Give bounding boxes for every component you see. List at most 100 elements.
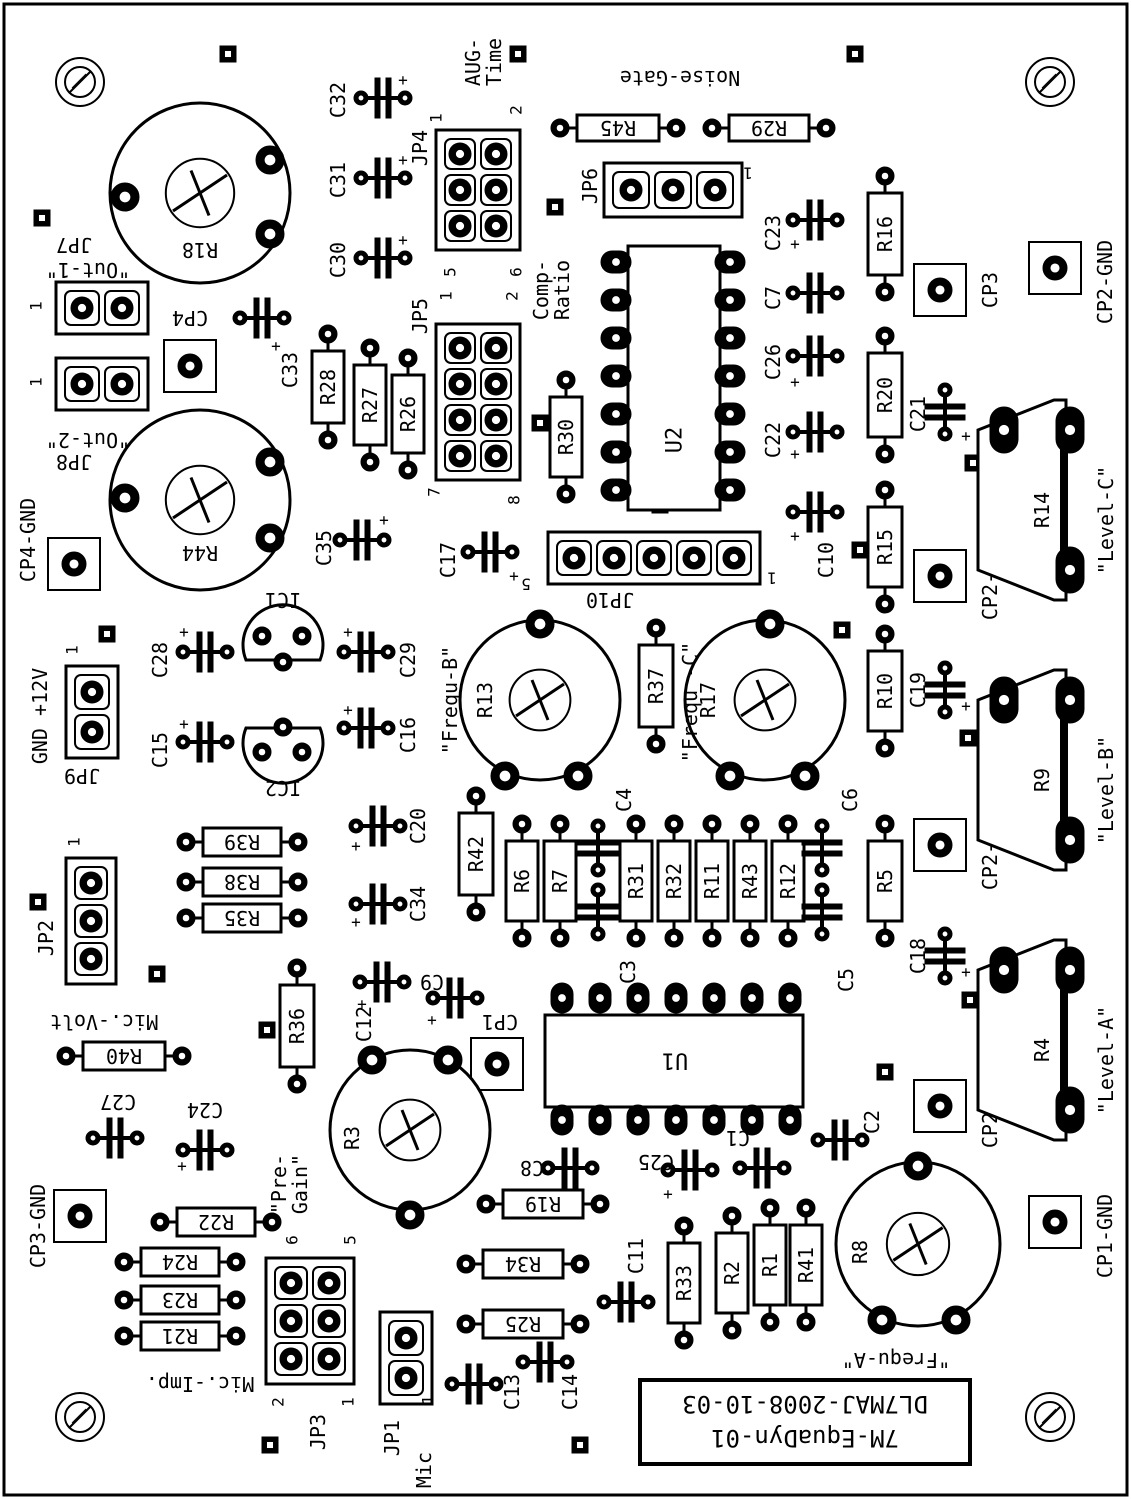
pin-label: 5 (441, 267, 460, 277)
square-pad (876, 1063, 894, 1081)
capacitor-C3: C3 (577, 882, 640, 984)
plus-mark: + (179, 623, 189, 642)
pad (778, 928, 798, 948)
frequ-b-label: "Frequ-B" (438, 646, 462, 754)
pin-label: 1 (27, 301, 46, 311)
potentiometer-R8: R8 (834, 1151, 1002, 1335)
capacitor-C29: +C29 (336, 623, 420, 678)
pad (816, 118, 836, 138)
capacitor-C11: C11 (596, 1238, 656, 1323)
pad (903, 1151, 933, 1181)
pad (714, 364, 746, 388)
resistor-R29: R29 (702, 113, 836, 143)
square-pad (833, 621, 851, 639)
pad (867, 1305, 897, 1335)
pad (336, 720, 352, 736)
capacitor-C8: C8 (520, 1147, 600, 1189)
capacitor-label-C14: C14 (558, 1374, 582, 1410)
pad (360, 452, 380, 472)
mounting-hole (1025, 57, 1075, 107)
plus-mark: + (961, 697, 971, 716)
pad (550, 982, 574, 1014)
pad (600, 440, 632, 464)
pad (380, 720, 396, 736)
pad (927, 277, 953, 303)
pad (177, 353, 203, 379)
pad (664, 982, 688, 1014)
resistor-R22: R22 (150, 1206, 282, 1238)
capacitor-C2: C2 (810, 1110, 884, 1161)
pin-label: 1 (427, 113, 446, 123)
resistor-label-R28: R28 (316, 369, 340, 405)
capacitor-label-C18: C18 (906, 938, 930, 974)
pad (829, 424, 845, 440)
board-id-line1: 7M-EquaDyn-01 (711, 1424, 899, 1452)
pad (79, 909, 103, 933)
pad (175, 644, 191, 660)
square-pad (571, 1436, 589, 1454)
testpoint-CP4-GND: CP4-GND (16, 498, 101, 591)
resistor-label-R36: R36 (285, 1008, 309, 1044)
pad (778, 1104, 802, 1136)
pad (353, 90, 369, 106)
pad (829, 212, 845, 228)
pad (714, 440, 746, 464)
resistor-R31: R31 (618, 814, 654, 948)
frequ-a-label: "Frequ-A" (842, 1348, 950, 1372)
resistor-label-R26: R26 (396, 396, 420, 432)
out2-label: "Out-2" (46, 428, 130, 452)
pad (702, 1104, 726, 1136)
resistor-R33: R33 (666, 1216, 702, 1350)
pad (448, 336, 472, 360)
pad (989, 676, 1019, 724)
pad (425, 990, 441, 1006)
resistor-label-R31: R31 (624, 863, 648, 899)
pad (714, 326, 746, 350)
capacitor-C32: +C32 (326, 71, 413, 119)
plus-mark: + (398, 71, 408, 90)
pad (114, 1326, 134, 1346)
pad (854, 1132, 870, 1148)
pad (927, 563, 953, 589)
pad (702, 814, 722, 834)
resistor-label-R25: R25 (505, 1312, 541, 1336)
resistor-label-R32: R32 (662, 863, 686, 899)
pad (600, 364, 632, 388)
pre-gain-label: "Pre-Gain" (267, 1154, 312, 1214)
pad (448, 408, 472, 432)
jumper-JP1: JP1 (378, 1310, 434, 1456)
pad (484, 178, 508, 202)
pad (318, 324, 338, 344)
square-pad (98, 625, 116, 643)
pad (175, 1142, 191, 1158)
capacitor-C31: +C31 (326, 151, 413, 199)
resistor-R16: R16 (866, 166, 904, 302)
resistor-label-R24: R24 (162, 1250, 198, 1274)
resistor-R27: R27 (352, 338, 388, 472)
pad (740, 1104, 764, 1136)
testpoint-label-CP2-GND: CP2-GND (1093, 240, 1117, 324)
resistor-label-R45: R45 (600, 116, 636, 140)
plus-mark: + (357, 995, 367, 1014)
pad (288, 832, 308, 852)
resistor-R1: R1 (752, 1198, 788, 1332)
pad (989, 946, 1019, 994)
resistor-label-R21: R21 (162, 1324, 198, 1348)
jumper- (434, 322, 522, 482)
testpoint-CP2-GND: CP2-GND (1028, 240, 1117, 324)
resistor-R30: R30 (548, 370, 584, 504)
pad (80, 720, 104, 744)
pad (273, 717, 293, 737)
frequ-c-label: "Frequ -C" (678, 642, 702, 762)
plus-mark: + (351, 837, 361, 856)
pad (1055, 676, 1085, 724)
pin-label: 5 (521, 575, 531, 594)
resistor-R21: R21 (114, 1320, 246, 1352)
capacitor-label-C11: C11 (624, 1238, 648, 1274)
potentiometer-R13: R13 (458, 609, 622, 791)
jumper- (434, 128, 522, 252)
pad (398, 460, 418, 480)
pad (85, 1130, 101, 1146)
capacitor-label-C7: C7 (761, 286, 785, 310)
